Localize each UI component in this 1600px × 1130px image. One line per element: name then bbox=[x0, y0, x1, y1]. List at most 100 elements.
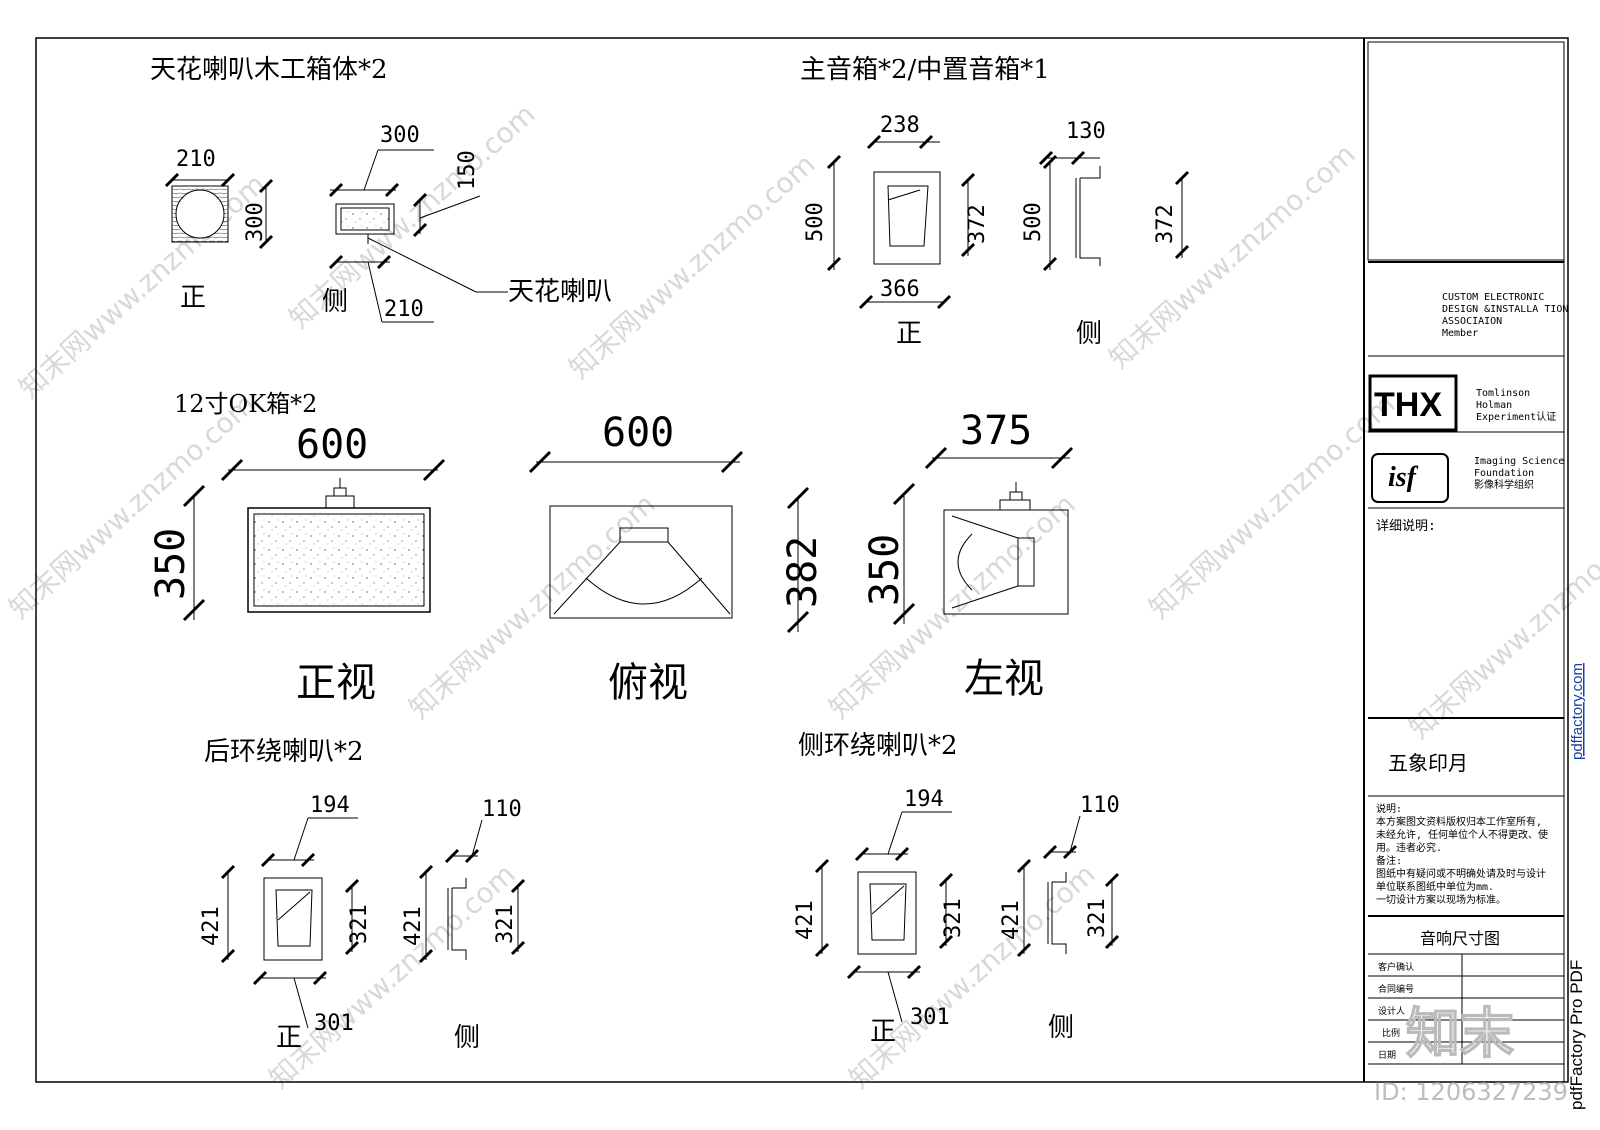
id-watermark: ID: 1206327239 bbox=[1374, 1078, 1568, 1106]
ok-front-bracket bbox=[325, 478, 355, 508]
ceiling-front-driver bbox=[175, 189, 225, 239]
note-line-1: 说明: bbox=[1376, 802, 1402, 815]
rear-front-driver bbox=[275, 889, 313, 947]
ok-left-horn bbox=[951, 515, 1019, 609]
main-side-label: 侧 bbox=[1076, 319, 1102, 349]
diagonal-watermark: 知末网www.znzmo.com bbox=[1143, 387, 1402, 625]
ceiling-title: 天花喇叭木工箱体*2 bbox=[150, 55, 388, 85]
ok-left-label: 左视 bbox=[964, 656, 1044, 702]
main-dim-front-top: 238 bbox=[880, 113, 920, 138]
main-dim-side-top: 130 bbox=[1066, 119, 1106, 144]
rear-dim-top: 194 bbox=[310, 793, 350, 818]
field-contract: 合同编号 bbox=[1378, 983, 1414, 995]
main-dim-side-left: 500 bbox=[1021, 202, 1046, 242]
rear-front-label: 正 bbox=[276, 1023, 302, 1053]
ceiling-dim-front-w: 210 bbox=[176, 147, 216, 172]
main-dim-side-right: 372 bbox=[1153, 204, 1178, 244]
ceiling-side-box bbox=[335, 203, 395, 235]
thx-logo-box bbox=[1368, 374, 1458, 432]
note-line-6: 图纸中有疑问或不明确处请及时与设计 bbox=[1376, 867, 1546, 880]
ok-dim-left-w: 375 bbox=[960, 408, 1032, 454]
outer-border bbox=[35, 37, 1569, 1083]
cedia-line-1: CUSTOM ELECTRONIC bbox=[1442, 292, 1544, 303]
field-designer: 设计人 bbox=[1378, 1005, 1405, 1017]
main-dim-front-right: 372 bbox=[965, 204, 990, 244]
thx-text-3: Experiment认证 bbox=[1476, 410, 1556, 423]
note-line-8: 一切设计方案以现场为标准。 bbox=[1376, 893, 1506, 906]
cedia-line-3: ASSOCIAION bbox=[1442, 316, 1502, 327]
side-surround-side-label: 侧 bbox=[1048, 1013, 1074, 1043]
note-line-3: 未经允许, 任何单位个人不得更改、使 bbox=[1376, 828, 1548, 841]
ok-left-bracket bbox=[999, 482, 1031, 510]
main-dim-front-left: 500 bbox=[803, 202, 828, 242]
ceiling-front-label: 正 bbox=[180, 283, 206, 313]
ok-dim-front-h: 350 bbox=[148, 528, 194, 600]
note-line-4: 用。违者必究. bbox=[1376, 841, 1442, 854]
ok-front-label: 正视 bbox=[296, 660, 376, 706]
side-surround-group: 侧环绕喇叭*2 194 421 321 301 正 110 42 bbox=[793, 731, 1120, 1047]
main-side-profile bbox=[1079, 166, 1101, 266]
thx-text-1: Tomlinson bbox=[1476, 388, 1530, 399]
side-surround-dim-bottom: 301 bbox=[910, 1005, 950, 1030]
diagonal-watermark: 知末网www.znzmo.com bbox=[263, 857, 522, 1095]
cedia-line-4: Member bbox=[1442, 328, 1478, 339]
drawing-title: 音响尺寸图 bbox=[1420, 929, 1500, 948]
side-surround-front-driver bbox=[869, 883, 907, 941]
rear-side-profile bbox=[451, 878, 467, 960]
main-front-driver bbox=[887, 185, 929, 247]
rear-dim-side-left: 421 bbox=[401, 906, 426, 946]
ok-top-arc bbox=[585, 577, 703, 605]
side-surround-dim-side-top: 110 bbox=[1080, 793, 1120, 818]
thx-text-2: Holman bbox=[1476, 400, 1512, 411]
titleblock: CUSTOM ELECTRONIC DESIGN &INSTALLA TION … bbox=[1367, 41, 1568, 1082]
rear-side-label: 侧 bbox=[454, 1023, 480, 1053]
side-surround-dim-right: 321 bbox=[941, 898, 966, 938]
main-title: 主音箱*2/中置音箱*1 bbox=[800, 55, 1050, 85]
side-surround-front-label: 正 bbox=[870, 1017, 896, 1047]
ceiling-dim-side-top: 300 bbox=[380, 123, 420, 148]
main-front-box bbox=[873, 171, 941, 265]
field-scale: 比例 bbox=[1382, 1027, 1400, 1039]
ok-dim-front-w: 600 bbox=[296, 422, 368, 468]
ceiling-dim-side-bottom: 210 bbox=[384, 297, 424, 322]
rear-front-box bbox=[263, 877, 323, 961]
main-speaker-group: 主音箱*2/中置音箱*1 238 500 372 366 正 130 500 bbox=[800, 55, 1190, 349]
ok-top-label: 俯视 bbox=[608, 660, 688, 706]
ok-front-grille bbox=[253, 513, 425, 607]
studio-name: 五象印月 bbox=[1388, 751, 1468, 775]
ceiling-speaker-group: 天花喇叭木工箱体*2 210 300 正 300 150 210 bbox=[150, 55, 612, 323]
diagonal-watermark: 知末网www.znzmo.com bbox=[3, 387, 262, 625]
isf-text-2: Foundation bbox=[1474, 468, 1534, 479]
main-front-label: 正 bbox=[896, 319, 922, 349]
side-surround-front-box bbox=[857, 871, 917, 955]
diagonal-watermark: 知末网www.znzmo.com bbox=[843, 857, 1102, 1095]
ceiling-side-label: 侧 bbox=[322, 287, 348, 317]
ok-top-mount bbox=[619, 527, 669, 543]
ok-dim-left-h: 350 bbox=[862, 534, 908, 606]
ok-left-arc bbox=[957, 533, 973, 591]
pdffactory-watermark: pdfFactory Pro PDF bbox=[1567, 960, 1586, 1110]
rear-dim-side-top: 110 bbox=[482, 797, 522, 822]
side-surround-dim-left: 421 bbox=[793, 900, 818, 940]
thx-logo: THX bbox=[1374, 386, 1442, 424]
ok-dim-top-h: 382 bbox=[780, 536, 826, 608]
note-line-2: 本方案图文资料版权归本工作室所有, bbox=[1376, 815, 1542, 828]
ceiling-side-fill bbox=[340, 207, 390, 231]
side-surround-dim-side-right: 321 bbox=[1085, 898, 1110, 938]
ceiling-dim-side-right: 150 bbox=[455, 150, 480, 190]
ceiling-dim-front-h: 300 bbox=[243, 202, 268, 242]
isf-text-1: Imaging Science bbox=[1474, 456, 1564, 467]
diagonal-watermark: 知末网www.znzmo.com bbox=[563, 147, 822, 385]
rear-title: 后环绕喇叭*2 bbox=[204, 737, 364, 767]
side-surround-title: 侧环绕喇叭*2 bbox=[798, 731, 958, 761]
rear-dim-left: 421 bbox=[199, 906, 224, 946]
ok-left-mount bbox=[1017, 537, 1035, 587]
titleblock-top-panel bbox=[1367, 41, 1565, 261]
rear-dim-bottom: 301 bbox=[314, 1011, 354, 1036]
side-surround-side-profile bbox=[1051, 872, 1067, 954]
cedia-line-2: DESIGN &INSTALLA TION bbox=[1442, 304, 1568, 315]
ok-top-box bbox=[549, 505, 733, 619]
main-dim-front-bottom: 366 bbox=[880, 277, 920, 302]
isf-logo-box bbox=[1371, 453, 1449, 503]
